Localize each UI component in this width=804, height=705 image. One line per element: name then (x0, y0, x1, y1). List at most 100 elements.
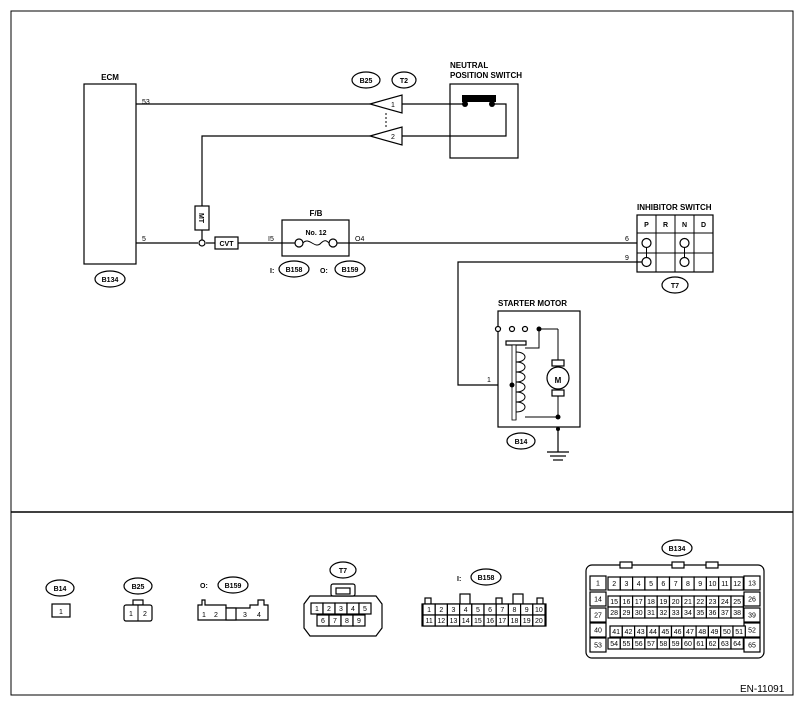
b134-view-pin: 27 (594, 613, 602, 620)
b134-view-pin: 38 (733, 610, 741, 617)
b134-view-tab (671, 561, 685, 569)
b134-connector-badge (94, 270, 126, 288)
b134-view-pin: 8 (686, 581, 690, 588)
b134-view-pin: 34 (684, 610, 692, 617)
b159-view-pin-2: 2 (214, 612, 218, 619)
b158-view-tab (536, 597, 544, 605)
t7-view-pin: 5 (363, 606, 367, 613)
b134-view-pin: 17 (635, 599, 643, 606)
b25-connector-view: B25 1 2 (123, 577, 153, 622)
b158-view-pin: 13 (450, 618, 458, 625)
connector-pin-1: 1 (391, 102, 395, 109)
b158-view-pin: 3 (452, 607, 456, 614)
neutral-switch-label-2: POSITION SWITCH (450, 71, 522, 80)
connector-pin-2-triangle (367, 126, 403, 146)
starter-terminal-c (521, 325, 529, 333)
b134-view-pin: 39 (748, 613, 756, 620)
mt-label: MT (197, 213, 204, 224)
b158-view-pin: 10 (535, 607, 543, 614)
b158-view-pin: 7 (500, 607, 504, 614)
t7-badge (661, 276, 689, 294)
fb-pin-o4: O4 (355, 236, 364, 243)
b134-view-pin: 3 (624, 581, 628, 588)
fuse-box: F/B No. 12 I: B158 O: B159 (270, 209, 366, 278)
b134-view-pin: 61 (696, 641, 704, 648)
connector-pin-2: 2 (391, 134, 395, 141)
inhibitor-switch: INHIBITOR SWITCH P R N D T7 (636, 203, 714, 294)
neutral-position-switch: NEUTRAL POSITION SWITCH (449, 61, 522, 159)
b134-view-tab (705, 561, 719, 569)
motor-symbol (546, 366, 570, 390)
b158-view-pin: 18 (511, 618, 519, 625)
t7-view-pin: 9 (357, 618, 361, 625)
ecm-pin-5: 5 (142, 236, 146, 243)
b134-view-label: B134 (669, 546, 686, 553)
b158-view-pin: 19 (523, 618, 531, 625)
b134-view-pin: 6 (661, 581, 665, 588)
solenoid-coil (515, 351, 526, 413)
b134-view-pin: 7 (674, 581, 678, 588)
b159-view-pin-1: 1 (202, 612, 206, 619)
t7-view-label: T7 (339, 568, 347, 575)
t7-view-pin: 1 (315, 606, 319, 613)
t7-view-pin: 6 (321, 618, 325, 625)
b158-view-pin: 9 (525, 607, 529, 614)
inhibitor-switch-label: INHIBITOR SWITCH (637, 203, 712, 212)
inhibitor-contact-n9 (679, 256, 690, 268)
b25-view-pin-1: 1 (129, 611, 133, 618)
diagram-frame (10, 10, 794, 696)
b134-view-pin: 52 (748, 628, 756, 635)
b159-view-label: B159 (225, 583, 242, 590)
b25-badge (351, 71, 381, 89)
b159-view-slot (225, 607, 237, 621)
b134-view-pin: 63 (721, 641, 729, 648)
t7-view-pin: 3 (339, 606, 343, 613)
ground-icon (547, 451, 569, 461)
t7-label: T7 (671, 283, 679, 290)
b158-view-cell (532, 614, 546, 627)
cvt-label: CVT (220, 241, 235, 248)
starter-ground-node (555, 414, 561, 420)
b134-view-pin: 19 (659, 599, 667, 606)
b158-badge (278, 260, 310, 278)
neutral-switch-contact-bar (462, 95, 496, 102)
b158-label: B158 (286, 267, 303, 274)
b134-view-cell (743, 637, 761, 653)
b158-view-pin: 5 (476, 607, 480, 614)
b134-view-pin: 62 (709, 641, 717, 648)
b134-view-pin: 9 (698, 581, 702, 588)
t2-label: T2 (400, 78, 408, 85)
b134-view-pin: 36 (709, 610, 717, 617)
b25-view-label: B25 (132, 584, 145, 591)
b158-view-pin: 20 (535, 618, 543, 625)
neutral-switch-label-1: NEUTRAL (450, 61, 488, 70)
b134-view-cell (589, 622, 607, 638)
b134-view-pin: 48 (698, 629, 706, 636)
b134-view-pin: 32 (659, 610, 667, 617)
b134-view-pin: 21 (684, 599, 692, 606)
b134-view-pin: 15 (610, 599, 618, 606)
ground-node (556, 427, 560, 431)
b25-view-latch (132, 599, 144, 606)
b159-label: B159 (342, 267, 359, 274)
motor-brush-bottom (551, 389, 565, 397)
wire-inhibitor-to-starter (457, 261, 642, 386)
b134-view-cell (589, 637, 607, 653)
b134-view-pin: 57 (647, 641, 655, 648)
motor-brush-top (551, 359, 565, 367)
ecm-pin-53: 53 (142, 99, 150, 106)
b134-view-pin: 35 (696, 610, 704, 617)
motor-symbol-label: M (555, 376, 562, 385)
b134-view-pin: 43 (637, 629, 645, 636)
b159-view-badge (217, 576, 249, 594)
b134-view-pin: 53 (594, 643, 602, 650)
b25-t2-connector: B25 T2 1 2 (351, 71, 417, 146)
b134-view-pin: 18 (647, 599, 655, 606)
b134-view-pin: 33 (672, 610, 680, 617)
inhibitor-pin-9: 9 (625, 255, 629, 262)
b134-view-cell (743, 607, 761, 623)
